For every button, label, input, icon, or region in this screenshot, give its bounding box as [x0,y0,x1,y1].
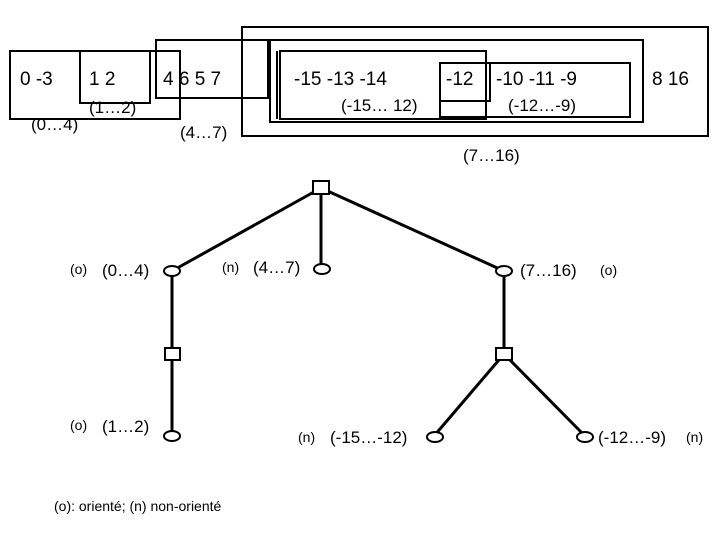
edge-root-7-16 [320,186,505,273]
root-square-node [312,180,330,195]
node-tag-m15-m12: (n) [298,429,316,445]
oval-node-0-4 [163,265,181,277]
box-label-7-16: (7…16) [463,146,520,165]
node-tag-m12-m9: (n) [686,429,704,445]
box-label-m12-m9: (-12…-9) [508,96,577,115]
edge-sq-m15-m12 [432,353,506,437]
oval-node-1-2 [163,430,181,442]
seq-group-3: 4 6 5 7 [163,69,222,90]
seq-group-7: 8 16 [652,69,689,90]
oval-node-7-16 [495,265,513,277]
node-tag-4-7: (n) [222,259,240,275]
node-tag-0-4: (o) [70,261,88,277]
seq-group-2: 1 2 [89,69,116,90]
seq-group-5: -12 [446,69,474,90]
box-label-4-7: (4…7) [180,123,228,142]
box-4-7 [155,39,269,99]
edge-root-0-4 [171,186,322,273]
node-tag-1-2: (o) [70,417,88,433]
seq-group-1: 0 -3 [20,69,53,90]
box-m15-m12 [279,50,487,120]
square-node-0-4 [164,347,181,361]
seq-group-6: -10 -11 -9 [496,69,577,90]
box-label-1-2: (1…2) [89,98,137,117]
square-node-7-16 [495,347,513,361]
box-7-16-inner [269,39,644,123]
node-range-1-2: (1…2) [102,417,150,436]
node-tag-7-16: (o) [600,262,618,278]
oval-node-4-7 [313,263,331,275]
node-range-4-7: (4…7) [253,258,301,277]
node-range-0-4: (0…4) [102,261,150,280]
box-7-16 [241,26,709,137]
oval-node-m15-m12 [426,431,444,443]
box-1-2 [79,50,151,104]
node-range-7-16: (7…16) [520,261,577,280]
box-m12-cell [439,62,491,102]
legend-text: (o): orienté; (n) non-orienté [54,498,222,514]
seq-group-4: -15 -13 -14 [294,69,387,90]
node-range-m15-m12: (-15…-12) [330,428,408,447]
box-label-0-4: (0…4) [31,115,79,134]
box-label-m15-m12: (-15… 12) [341,96,418,115]
oval-node-m12-m9 [576,431,594,443]
edge-sq-m12-m9 [502,352,587,438]
node-range-m12-m9: (-12…-9) [598,428,667,447]
